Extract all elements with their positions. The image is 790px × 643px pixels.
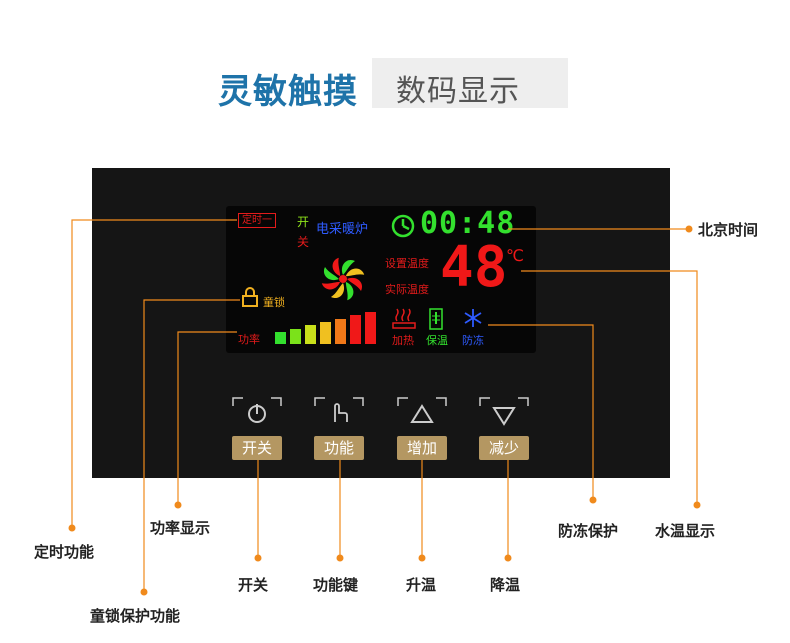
function-button[interactable]: 功能 bbox=[314, 436, 364, 460]
power-bar bbox=[350, 315, 361, 344]
thermometer-icon bbox=[429, 308, 443, 330]
power-level-bars bbox=[275, 312, 376, 344]
header-title-light: 数码显示 bbox=[396, 74, 520, 109]
set-temp-label: 设置温度 bbox=[385, 257, 429, 270]
callout-child-lock: 童锁保护功能 bbox=[90, 607, 181, 625]
temperature-display: 48 bbox=[440, 235, 508, 300]
callout-antifreeze: 防冻保护 bbox=[558, 522, 619, 540]
timer-indicator: 定时一 bbox=[238, 213, 276, 228]
decrease-button[interactable]: 减少 bbox=[479, 436, 529, 460]
callout-temp-down: 降温 bbox=[490, 576, 521, 594]
antifreeze-label: 防冻 bbox=[462, 334, 484, 347]
power-label: 功率 bbox=[238, 333, 260, 346]
callout-water-temp: 水温显示 bbox=[655, 522, 716, 540]
header-subtitle-background bbox=[372, 58, 568, 108]
power-bar bbox=[320, 322, 331, 344]
power-button[interactable]: 开关 bbox=[232, 436, 282, 460]
temperature-unit: ℃ bbox=[506, 246, 524, 265]
power-bar bbox=[305, 325, 316, 344]
keep-warm-label: 保温 bbox=[426, 334, 448, 347]
power-icon[interactable] bbox=[231, 396, 283, 426]
triangle-up-icon[interactable] bbox=[396, 396, 448, 426]
power-bar bbox=[290, 329, 301, 344]
callout-temp-up: 升温 bbox=[406, 576, 437, 594]
lcd-display bbox=[226, 206, 536, 353]
heat-label: 加热 bbox=[392, 334, 414, 347]
fan-icon bbox=[321, 257, 365, 301]
increase-button[interactable]: 增加 bbox=[397, 436, 447, 460]
power-bar bbox=[365, 312, 376, 344]
callout-function-key: 功能键 bbox=[313, 576, 359, 594]
power-off-indicator: 关 bbox=[297, 235, 310, 249]
power-bar bbox=[275, 332, 286, 344]
heating-icon bbox=[392, 308, 416, 329]
power-on-indicator: 开 bbox=[297, 215, 310, 229]
header-title-bold: 灵敏触摸 bbox=[218, 72, 358, 112]
clock-icon bbox=[391, 214, 415, 238]
child-lock-label: 童锁 bbox=[263, 296, 285, 309]
touch-hand-icon[interactable] bbox=[313, 396, 365, 426]
callout-on-off: 开关 bbox=[238, 576, 269, 594]
device-name: 电采暖炉 bbox=[316, 222, 369, 237]
lock-icon bbox=[242, 287, 258, 307]
snowflake-icon bbox=[464, 309, 482, 327]
triangle-down-icon[interactable] bbox=[478, 396, 530, 426]
callout-beijing-time: 北京时间 bbox=[698, 221, 759, 239]
power-bar bbox=[335, 319, 346, 344]
actual-temp-label: 实际温度 bbox=[385, 283, 429, 296]
callout-power-display: 功率显示 bbox=[150, 519, 211, 537]
callout-timer-function: 定时功能 bbox=[34, 543, 95, 561]
clock-display: 00:48 bbox=[420, 206, 516, 241]
